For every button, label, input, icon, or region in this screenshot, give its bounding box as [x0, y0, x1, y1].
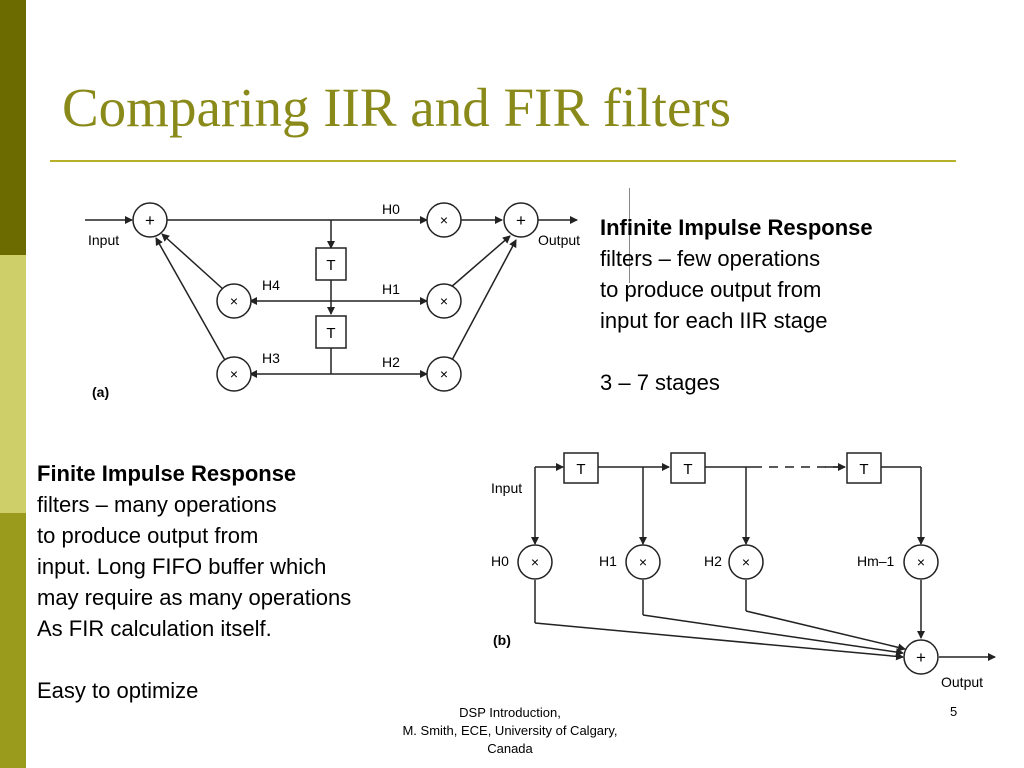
- iir-delay-1: T: [315, 247, 347, 281]
- footer-line-2: M. Smith, ECE, University of Calgary,: [402, 723, 618, 738]
- iir-input-label: Input: [88, 232, 119, 248]
- svg-text:×: ×: [917, 554, 925, 570]
- sidebar-block-middle: [0, 255, 26, 513]
- iir-output-adder: +: [503, 202, 539, 238]
- slide-footer: DSP Introduction, M. Smith, ECE, Univers…: [360, 704, 660, 758]
- iir-diagram-label: (a): [92, 384, 109, 400]
- footer-line-3: Canada: [487, 741, 533, 756]
- svg-text:T: T: [859, 461, 868, 478]
- svg-text:T: T: [326, 325, 335, 342]
- svg-text:T: T: [683, 461, 692, 478]
- fir-optimize: Easy to optimize: [37, 678, 199, 703]
- fir-delay-2: T: [670, 452, 706, 484]
- fir-heading: Finite Impulse Response: [37, 461, 297, 486]
- fir-tap-hm1: Hm–1: [857, 553, 895, 569]
- fir-tap-h1: H1: [599, 553, 617, 569]
- sidebar-block-bottom: [0, 513, 26, 768]
- fir-multiplier-hm1: ×: [903, 544, 939, 580]
- fir-line-4: may require as many operations: [37, 585, 352, 610]
- iir-line-3: input for each IIR stage: [600, 308, 828, 333]
- fir-output-adder: +: [903, 639, 939, 675]
- svg-text:+: +: [145, 211, 155, 230]
- page-title: Comparing IIR and FIR filters: [62, 77, 732, 138]
- sidebar-block-top: [0, 0, 26, 255]
- footer-line-1: DSP Introduction,: [459, 705, 561, 720]
- fir-line-3: input. Long FIFO buffer which: [37, 554, 327, 579]
- fir-multiplier-h0: ×: [517, 544, 553, 580]
- fir-line-1: filters – many operations: [37, 492, 277, 517]
- svg-text:×: ×: [230, 293, 238, 309]
- svg-text:×: ×: [230, 366, 238, 382]
- iir-description: Infinite Impulse Response filters – few …: [600, 212, 873, 398]
- fir-line-2: to produce output from: [37, 523, 259, 548]
- iir-output-label: Output: [538, 232, 580, 248]
- svg-text:×: ×: [639, 554, 647, 570]
- svg-text:×: ×: [440, 212, 448, 228]
- svg-text:T: T: [326, 257, 335, 274]
- fir-output-label: Output: [941, 674, 983, 690]
- iir-coef-h3: H3: [262, 350, 280, 366]
- iir-coef-h1: H1: [382, 281, 400, 297]
- iir-heading: Infinite Impulse Response: [600, 215, 873, 240]
- iir-stages: 3 – 7 stages: [600, 370, 720, 395]
- fir-line-5: As FIR calculation itself.: [37, 616, 272, 641]
- divider-line: [629, 188, 630, 283]
- iir-diagram: + + × × × × × T T Input Output H0 H1 H2 …: [85, 201, 580, 400]
- iir-multiplier-h3: ×: [216, 356, 252, 392]
- svg-text:+: +: [516, 211, 526, 230]
- fir-description: Finite Impulse Response filters – many o…: [37, 458, 351, 706]
- iir-multiplier-h4: ×: [216, 283, 252, 319]
- iir-multiplier-h1: ×: [426, 283, 462, 319]
- sidebar-decoration: [0, 0, 26, 768]
- svg-text:T: T: [576, 461, 585, 478]
- fir-multiplier-h1: ×: [625, 544, 661, 580]
- title-divider: [50, 160, 956, 162]
- fir-multiplier-h2: ×: [728, 544, 764, 580]
- fir-tap-h0: H0: [491, 553, 509, 569]
- fir-diagram-label: (b): [493, 632, 511, 648]
- fir-delay-3: T: [846, 452, 882, 484]
- svg-text:×: ×: [440, 293, 448, 309]
- svg-text:×: ×: [440, 366, 448, 382]
- fir-tap-h2: H2: [704, 553, 722, 569]
- fir-diagram: T T T × × × × + Input Output H0 H1 H2 Hm…: [491, 452, 996, 690]
- fir-input-label: Input: [491, 480, 522, 496]
- iir-coef-h2: H2: [382, 354, 400, 370]
- iir-coef-h4: H4: [262, 277, 280, 293]
- iir-delay-2: T: [315, 315, 347, 349]
- svg-text:+: +: [916, 648, 926, 667]
- svg-text:×: ×: [742, 554, 750, 570]
- iir-multiplier-h2: ×: [426, 356, 462, 392]
- svg-text:×: ×: [531, 554, 539, 570]
- iir-line-2: to produce output from: [600, 277, 822, 302]
- iir-coef-h0: H0: [382, 201, 400, 217]
- iir-line-1: filters – few operations: [600, 246, 821, 271]
- fir-delay-1: T: [563, 452, 599, 484]
- page-number: 5: [950, 704, 958, 719]
- iir-multiplier-h0: ×: [426, 202, 462, 238]
- iir-input-adder: +: [132, 202, 168, 238]
